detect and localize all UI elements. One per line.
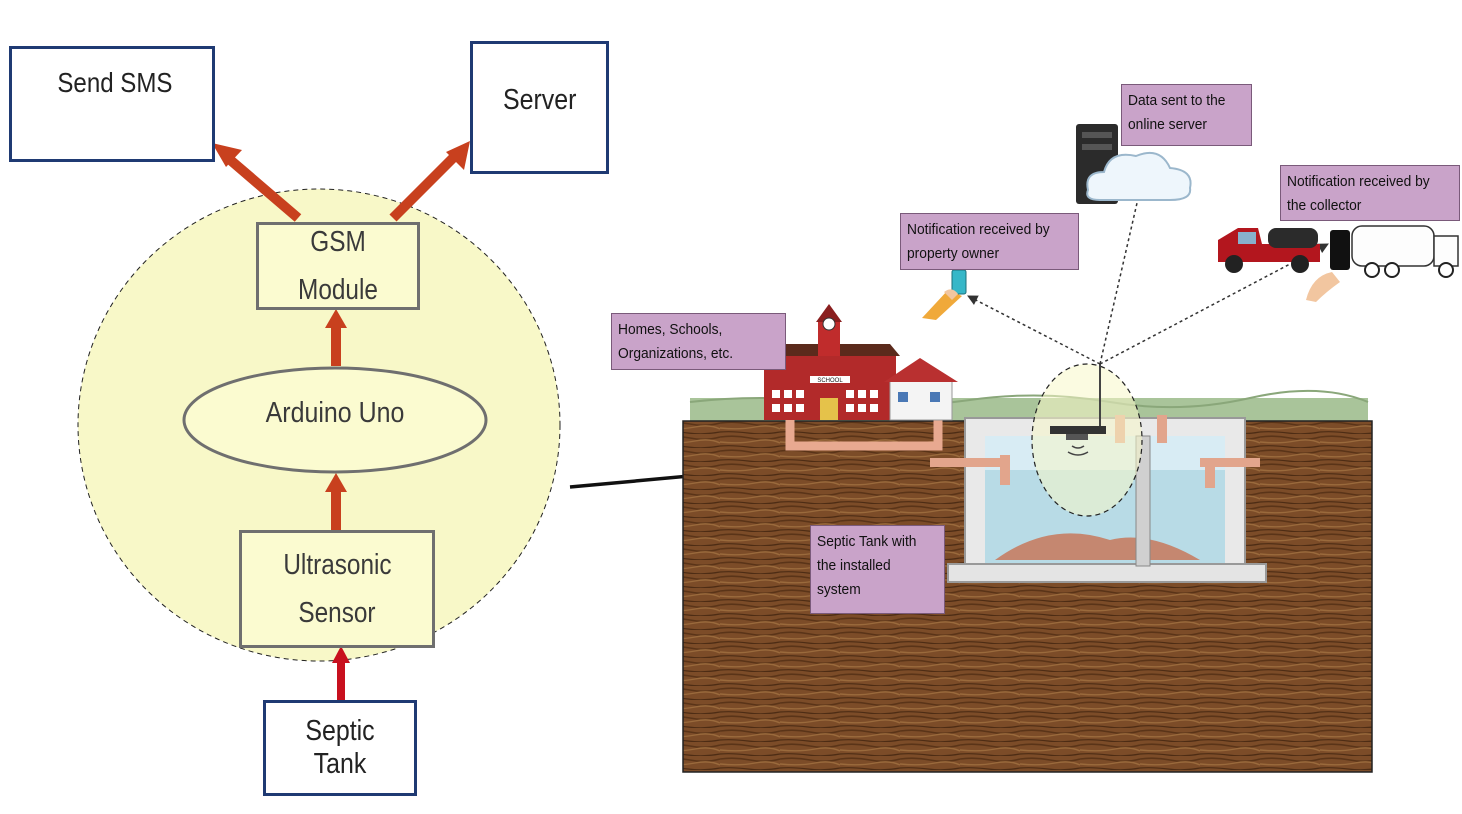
- server-box: Server: [470, 41, 609, 174]
- note-owner-line1: Notification received by: [907, 221, 1050, 238]
- note-homes-line1: Homes, Schools,: [618, 321, 723, 338]
- note-data-server-line2: online server: [1128, 116, 1208, 133]
- send-sms-label: Send SMS: [57, 67, 173, 98]
- school-sign-text: SCHOOL: [817, 378, 843, 384]
- outlet-pipe: [1200, 458, 1260, 467]
- tank-base: [947, 563, 1267, 583]
- inlet-pipe: [930, 458, 1010, 467]
- signal-to-server: [1099, 188, 1143, 365]
- note-collector-line2: the collector: [1287, 197, 1362, 214]
- note-tank-line2: the installed: [817, 557, 891, 574]
- signal-to-owner: [967, 295, 1101, 365]
- note-tank-line1: Septic Tank with: [817, 533, 917, 550]
- arduino-ellipse: [182, 366, 488, 474]
- signal-to-collector: [1099, 243, 1329, 365]
- owner-phone-icon: [922, 269, 967, 320]
- note-data-server-line1: Data sent to the: [1128, 92, 1226, 109]
- ultrasonic-line2: Sensor: [298, 597, 376, 629]
- arrow-gsm-to-server: [389, 149, 462, 222]
- septic-tank-box: Septic Tank: [263, 700, 417, 796]
- note-collector: Notification received by the collector: [1280, 165, 1460, 221]
- send-sms-box: Send SMS: [9, 46, 215, 162]
- gsm-module-label: GSM Module: [298, 226, 378, 306]
- ultrasonic-sensor-device: [1050, 426, 1106, 434]
- note-homes-schools: Homes, Schools, Organizations, etc.: [611, 313, 786, 370]
- arrow-gsm-to-sms: [224, 154, 302, 222]
- note-septic-tank-system: Septic Tank with the installed system: [810, 525, 945, 614]
- note-data-server: Data sent to the online server: [1121, 84, 1252, 146]
- house-icon: [884, 358, 958, 421]
- note-homes-line2: Organizations, etc.: [618, 345, 734, 362]
- school-building-icon: SCHOOL: [760, 304, 900, 420]
- ultrasonic-line1: Ultrasonic: [282, 549, 392, 581]
- note-collector-line1: Notification received by: [1287, 173, 1430, 190]
- note-property-owner: Notification received by property owner: [900, 213, 1079, 270]
- note-owner-line2: property owner: [907, 245, 1000, 262]
- arduino-uno-label: Arduino Uno: [265, 397, 405, 429]
- ultrasonic-sensor-box: Ultrasonic Sensor: [239, 530, 435, 648]
- server-label: Server: [502, 84, 577, 116]
- collector-trucks-icon: [1218, 225, 1459, 302]
- school-drain-pipe: [785, 420, 943, 451]
- note-tank-line3: system: [817, 581, 861, 598]
- server-cloud-icon: [1076, 124, 1192, 204]
- septic-tank-label: Septic Tank: [305, 715, 375, 780]
- gsm-module-box: GSM Module: [256, 222, 420, 310]
